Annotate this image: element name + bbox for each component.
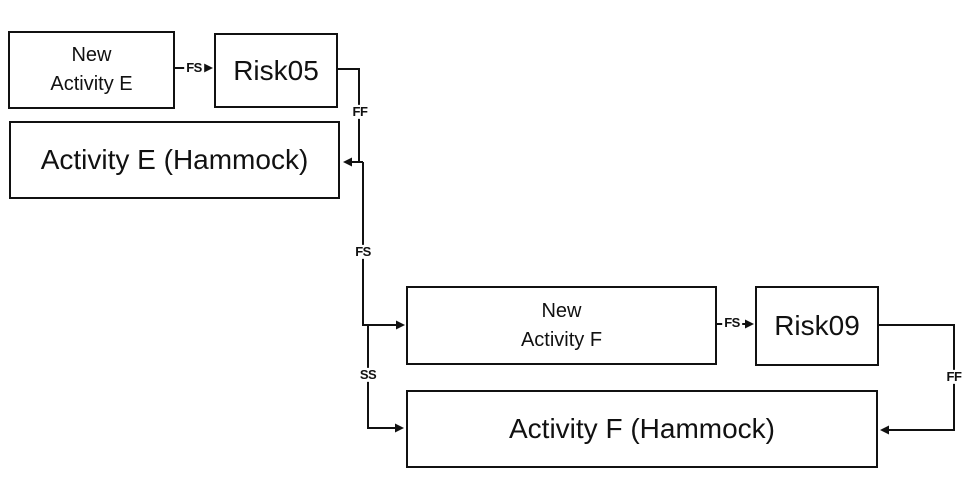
edge-line-ff-risk09-to-hammock-f (879, 324, 955, 431)
edge-label-fs-f-to-risk09: FS (722, 314, 742, 331)
node-new-activity-f-label: New Activity F (520, 299, 603, 351)
node-risk05[interactable]: Risk05 (214, 33, 338, 108)
arrowhead-into-risk05 (204, 63, 213, 73)
arrowhead-into-new-activity-f (396, 320, 405, 330)
node-activity-e-hammock-label: Activity E (Hammock) (40, 144, 309, 176)
node-new-activity-f[interactable]: New Activity F (406, 286, 717, 365)
edge-line-fs-to-new-activity-f (362, 162, 397, 326)
node-new-activity-e[interactable]: New Activity E (8, 31, 175, 109)
arrowhead-into-hammock-f-left (395, 423, 404, 433)
node-risk05-label: Risk05 (233, 54, 319, 86)
node-activity-f-hammock[interactable]: Activity F (Hammock) (406, 390, 878, 468)
edge-label-ff-risk05-to-hammock-e: FF (350, 103, 370, 120)
edge-label-ff-risk09-to-hammock-f: FF (944, 368, 964, 385)
edge-line-ff-risk05-to-hammock-e (338, 68, 363, 163)
edge-label-fs-to-new-activity-f: FS (353, 243, 373, 260)
edge-label-ss-to-hammock-f: SS (357, 366, 379, 383)
arrowhead-into-hammock-f-right (880, 425, 889, 435)
arrowhead-into-risk09 (745, 319, 754, 329)
node-risk09-label: Risk09 (774, 310, 860, 342)
edge-label-fs-e-to-risk05: FS (184, 59, 204, 76)
edge-line-ss-to-hammock-f (367, 325, 396, 429)
node-activity-f-hammock-label: Activity F (Hammock) (509, 413, 775, 445)
arrowhead-into-hammock-e (343, 157, 352, 167)
node-new-activity-e-label: New Activity E (50, 44, 133, 95)
node-risk09[interactable]: Risk09 (755, 286, 879, 366)
node-activity-e-hammock[interactable]: Activity E (Hammock) (9, 121, 340, 199)
